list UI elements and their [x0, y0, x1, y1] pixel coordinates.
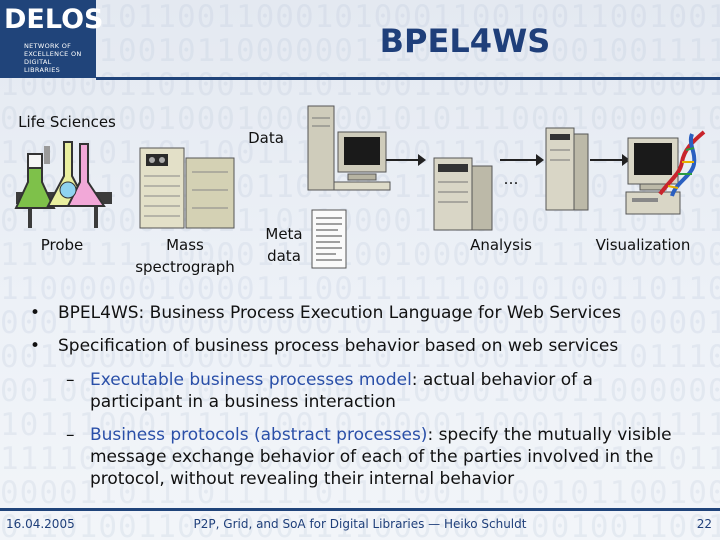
page-number: 22	[696, 517, 712, 531]
title-divider	[96, 77, 720, 80]
document-icon	[311, 209, 347, 269]
footer-divider	[0, 508, 720, 511]
visualization-label: Visualization	[595, 236, 691, 254]
bullet-dot-icon: •	[30, 336, 41, 356]
bullet-dot-icon: •	[30, 303, 41, 323]
sub-bullet-line: protocol, without revealing their intern…	[90, 469, 515, 489]
sub-bullet-text: : actual behavior of a	[411, 370, 593, 390]
data-label: Data	[248, 129, 284, 147]
mass-spectrograph-icon	[139, 147, 235, 229]
server-tower-icon	[433, 157, 493, 231]
mass-spectrograph-label-line1: Mass	[166, 236, 204, 254]
meta-data-label-line2: data	[267, 247, 301, 265]
desktop-computer-icon	[625, 137, 681, 215]
logo-subtitle-line: DIGITAL	[24, 58, 52, 66]
arrow-icon	[590, 154, 630, 166]
sub-bullet-line: message exchange behavior of each of the…	[90, 447, 654, 467]
slide-title: BPEL4WS	[379, 22, 551, 60]
footer-title: P2P, Grid, and SoA for Digital Libraries…	[193, 517, 527, 531]
dash-icon: –	[66, 370, 75, 390]
life-sciences-label: Life Sciences	[18, 113, 116, 131]
mass-spectrograph-label-line2: spectrograph	[135, 258, 235, 276]
meta-data-label-line1: Meta	[265, 225, 303, 243]
logo-subtitle-line: LIBRARIES	[24, 66, 61, 74]
footer-date: 16.04.2005	[6, 517, 75, 531]
sub-bullet-highlight: Business protocols (abstract processes)	[90, 425, 428, 445]
dna-helix-icon	[658, 130, 706, 197]
server-tower-icon	[545, 127, 589, 211]
analysis-label: Analysis	[470, 236, 532, 254]
sub-bullet-item: – Business protocols (abstract processes…	[66, 425, 706, 491]
logo-subtitle-line: NETWORK OF	[24, 42, 72, 50]
bullet-text: Specification of business process behavi…	[58, 336, 619, 356]
sub-bullet-line: participant in a business interaction	[90, 392, 396, 412]
sub-bullet-text: : specify the mutually visible	[427, 425, 672, 445]
bullet-text: BPEL4WS: Business Process Execution Lang…	[58, 303, 621, 323]
ellipsis-label: …	[503, 170, 519, 188]
dash-icon: –	[66, 425, 75, 445]
logo-subtitle: NETWORK OF EXCELLENCE ON DIGITAL LIBRARI…	[24, 42, 82, 74]
arrow-icon	[500, 154, 544, 166]
arrow-icon	[386, 154, 426, 166]
delos-logo: DELOS NETWORK OF EXCELLENCE ON DIGITAL L…	[0, 0, 104, 78]
logo-subtitle-line: EXCELLENCE ON	[24, 50, 82, 58]
logo-wordmark: DELOS	[4, 4, 104, 35]
workstation-icon	[307, 105, 391, 191]
sub-bullet-line: Executable business processes model: act…	[90, 370, 593, 391]
sub-bullet-line: Business protocols (abstract processes):…	[90, 425, 672, 446]
sub-bullet-item: – Executable business processes model: a…	[66, 370, 706, 414]
lab-flasks-icon	[14, 141, 112, 228]
sub-bullet-highlight: Executable business processes model	[90, 370, 412, 390]
probe-label: Probe	[40, 236, 84, 254]
